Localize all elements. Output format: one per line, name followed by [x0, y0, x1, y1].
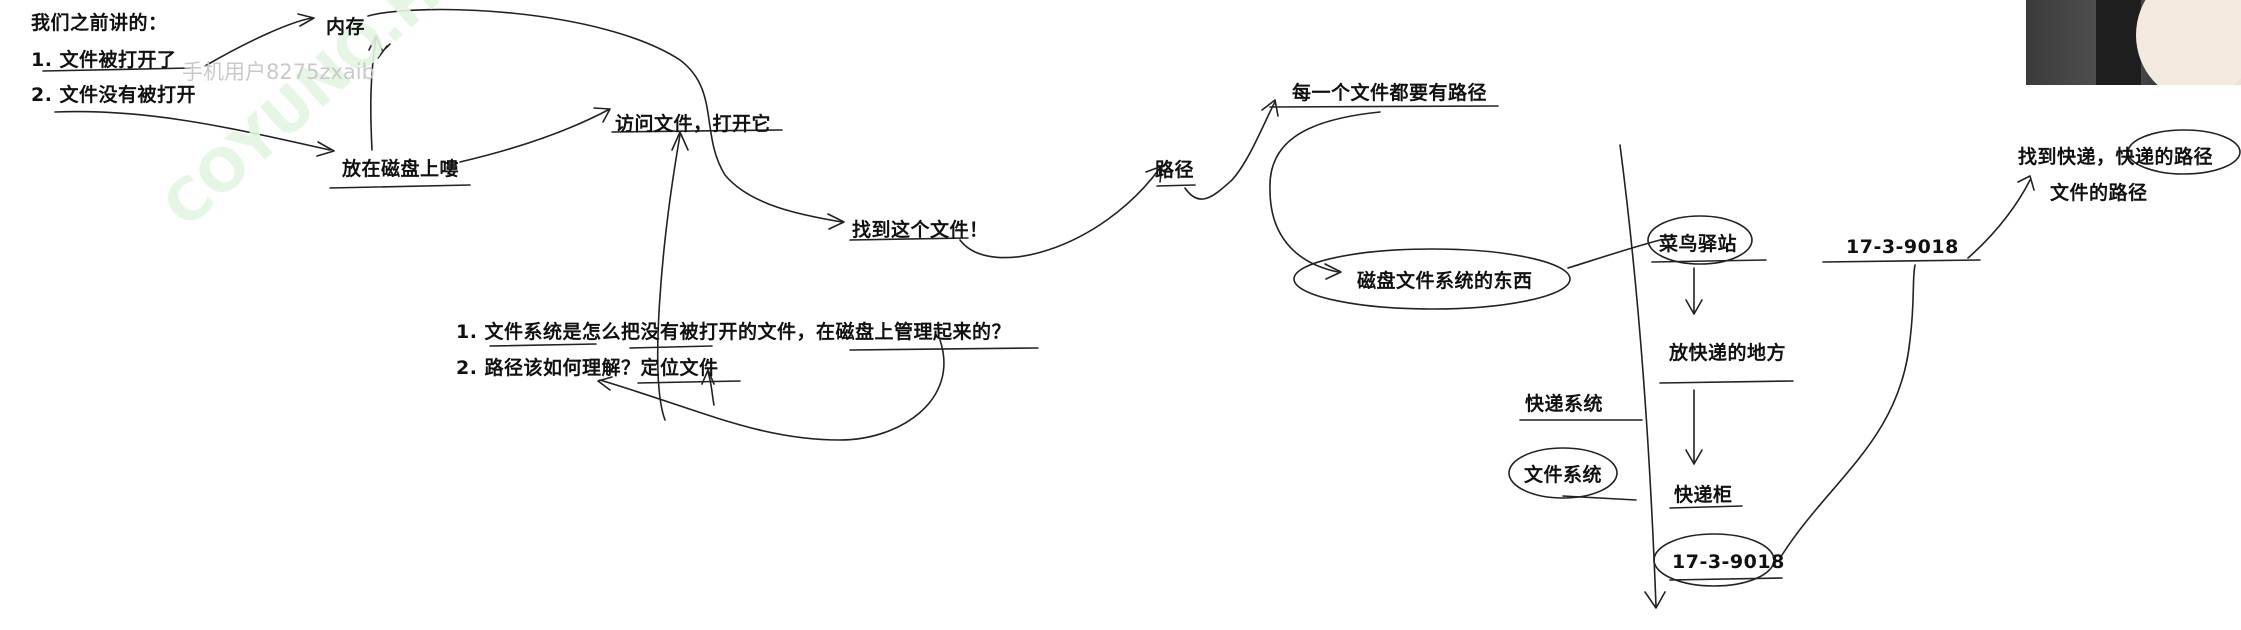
arrow-code-to-find-parcel [1968, 180, 2030, 258]
node-express-system: 快递系统 [1525, 389, 1603, 416]
webcam-person [2136, 0, 2241, 85]
arrow-disk-to-cainiao [1568, 240, 1660, 268]
underline [1270, 106, 1498, 107]
question-2: 2. 路径该如何理解？定位文件 [456, 353, 719, 380]
path-scribble [1185, 102, 1275, 199]
underline [1157, 185, 1195, 186]
underline [850, 348, 1038, 350]
node-locker: 快递柜 [1674, 480, 1733, 507]
user-watermark: 手机用户8275zxaib [182, 56, 375, 86]
arrow-every-to-disk [1270, 112, 1380, 272]
notes-item-not-opened: 2. 文件没有被打开 [31, 80, 196, 107]
webcam-shadow [2096, 0, 2141, 85]
node-find-parcel-line1: 找到快递，快递的路径 [2018, 142, 2213, 169]
node-disk-fs-things: 磁盘文件系统的东西 [1357, 266, 1533, 293]
vertical-line [1620, 145, 1656, 606]
underline [1670, 578, 1782, 580]
notes-heading: 我们之前讲的： [31, 8, 168, 35]
node-path: 路径 [1155, 155, 1194, 182]
node-code-bottom: 17-3-9018 [1672, 551, 1785, 573]
node-find-file: 找到这个文件！ [852, 215, 989, 242]
node-parcel-place: 放快递的地方 [1669, 338, 1786, 365]
arrow-find-to-path [960, 168, 1160, 258]
underline [638, 381, 740, 383]
notes-item-opened: 1. 文件被打开了 [31, 45, 177, 72]
node-on-disk: 放在磁盘上嘍 [342, 154, 459, 181]
arrow-disk-to-access [460, 110, 608, 162]
underline [490, 344, 596, 346]
node-file-system: 文件系统 [1524, 460, 1602, 487]
arrow-locker-to-code [1782, 265, 1915, 555]
node-find-parcel-line2: 文件的路径 [2050, 178, 2148, 205]
underline [1823, 260, 1980, 262]
node-access-file: 访问文件，打开它 [615, 109, 771, 136]
underline [330, 185, 470, 188]
node-every-file-path: 每一个文件都要有路径 [1292, 78, 1487, 105]
underline [1652, 260, 1766, 262]
webcam-overlay [2026, 0, 2241, 85]
node-memory: 内存 [326, 12, 365, 39]
question-1: 1. 文件系统是怎么把没有被打开的文件，在磁盘上管理起来的？ [456, 317, 1011, 344]
underline [630, 346, 712, 348]
node-cainiao: 菜鸟驿站 [1659, 229, 1737, 256]
underline [1660, 381, 1793, 383]
node-code-top: 17-3-9018 [1846, 236, 1959, 258]
